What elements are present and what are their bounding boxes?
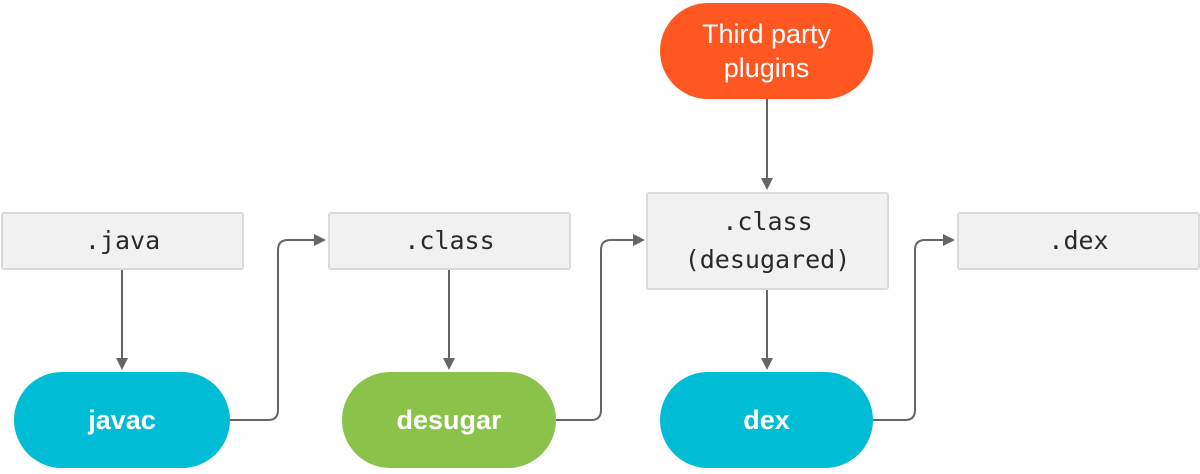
javac-tool-node: javac — [14, 372, 230, 468]
desugar-tool-node: desugar — [342, 372, 556, 468]
arrow-dex-to-dex-file — [873, 234, 955, 421]
arrow-javac-to-class — [230, 234, 326, 421]
class-file-node: .class — [328, 212, 571, 270]
arrow-desugar-to-desugared-class — [556, 234, 645, 421]
desugared-class-file-node: .class (desugared) — [646, 192, 889, 290]
dex-file-node: .dex — [957, 212, 1200, 270]
java-file-node: .java — [1, 212, 244, 270]
dex-tool-node: dex — [660, 372, 873, 468]
third-party-plugins-node: Third party plugins — [660, 3, 873, 99]
